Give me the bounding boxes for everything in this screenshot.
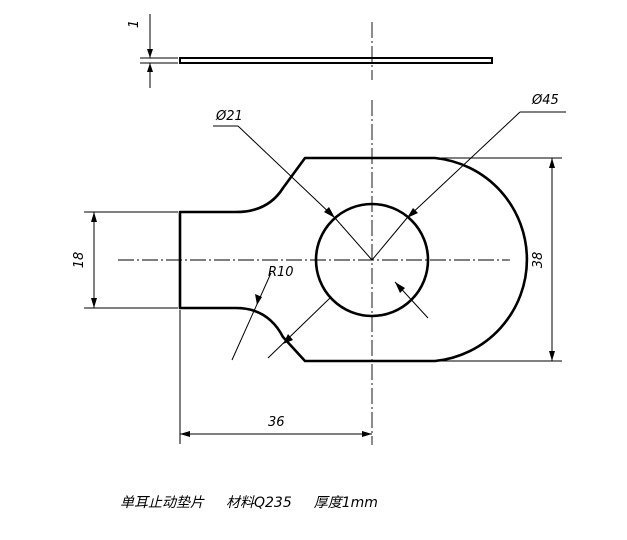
material-note: 材料Q235 bbox=[226, 495, 292, 511]
small-diameter-leader bbox=[237, 125, 336, 219]
tab-height-arrow-top bbox=[91, 212, 97, 222]
large-diameter-label: Ø45 bbox=[531, 93, 559, 108]
tab-height-label: 18 bbox=[72, 252, 87, 269]
radius-label: R10 bbox=[268, 265, 294, 280]
large-diameter-leader-inner bbox=[371, 217, 408, 261]
radius-leader bbox=[231, 272, 272, 361]
radius-leader-2 bbox=[267, 297, 331, 359]
part-name: 单耳止动垫片 bbox=[120, 495, 204, 511]
tab-length-arrow-right bbox=[362, 431, 372, 437]
side-view: 1 bbox=[127, 14, 493, 88]
radius-arrow-2 bbox=[283, 334, 293, 344]
thickness-label: 1 bbox=[127, 20, 142, 28]
large-diameter-leader bbox=[406, 111, 521, 219]
tab-height-arrow-bottom bbox=[91, 298, 97, 308]
front-view: Ø21 Ø45 R10 18 38 36 bbox=[72, 93, 566, 445]
large-diameter-arrow bbox=[407, 208, 418, 218]
tab-length-label: 36 bbox=[268, 415, 285, 430]
thickness-arrow-top bbox=[147, 49, 153, 58]
overall-height-label: 38 bbox=[531, 252, 546, 269]
washer-outline bbox=[178, 156, 529, 363]
large-diameter-arrow-lower bbox=[395, 282, 405, 293]
small-diameter-label: Ø21 bbox=[215, 109, 243, 124]
overall-height-arrow-top bbox=[549, 158, 555, 168]
thickness-note: 厚度1mm bbox=[313, 495, 378, 511]
small-diameter-arrow bbox=[324, 207, 335, 218]
small-diameter-leader-inner bbox=[334, 217, 373, 261]
plate-side-profile bbox=[179, 57, 493, 64]
thickness-arrow-bottom bbox=[147, 63, 153, 72]
overall-height-arrow-bottom bbox=[549, 351, 555, 361]
tab-length-arrow-left bbox=[180, 431, 190, 437]
radius-arrow bbox=[255, 294, 262, 305]
drawing-caption: 单耳止动垫片 材料Q235 厚度1mm bbox=[120, 492, 500, 512]
